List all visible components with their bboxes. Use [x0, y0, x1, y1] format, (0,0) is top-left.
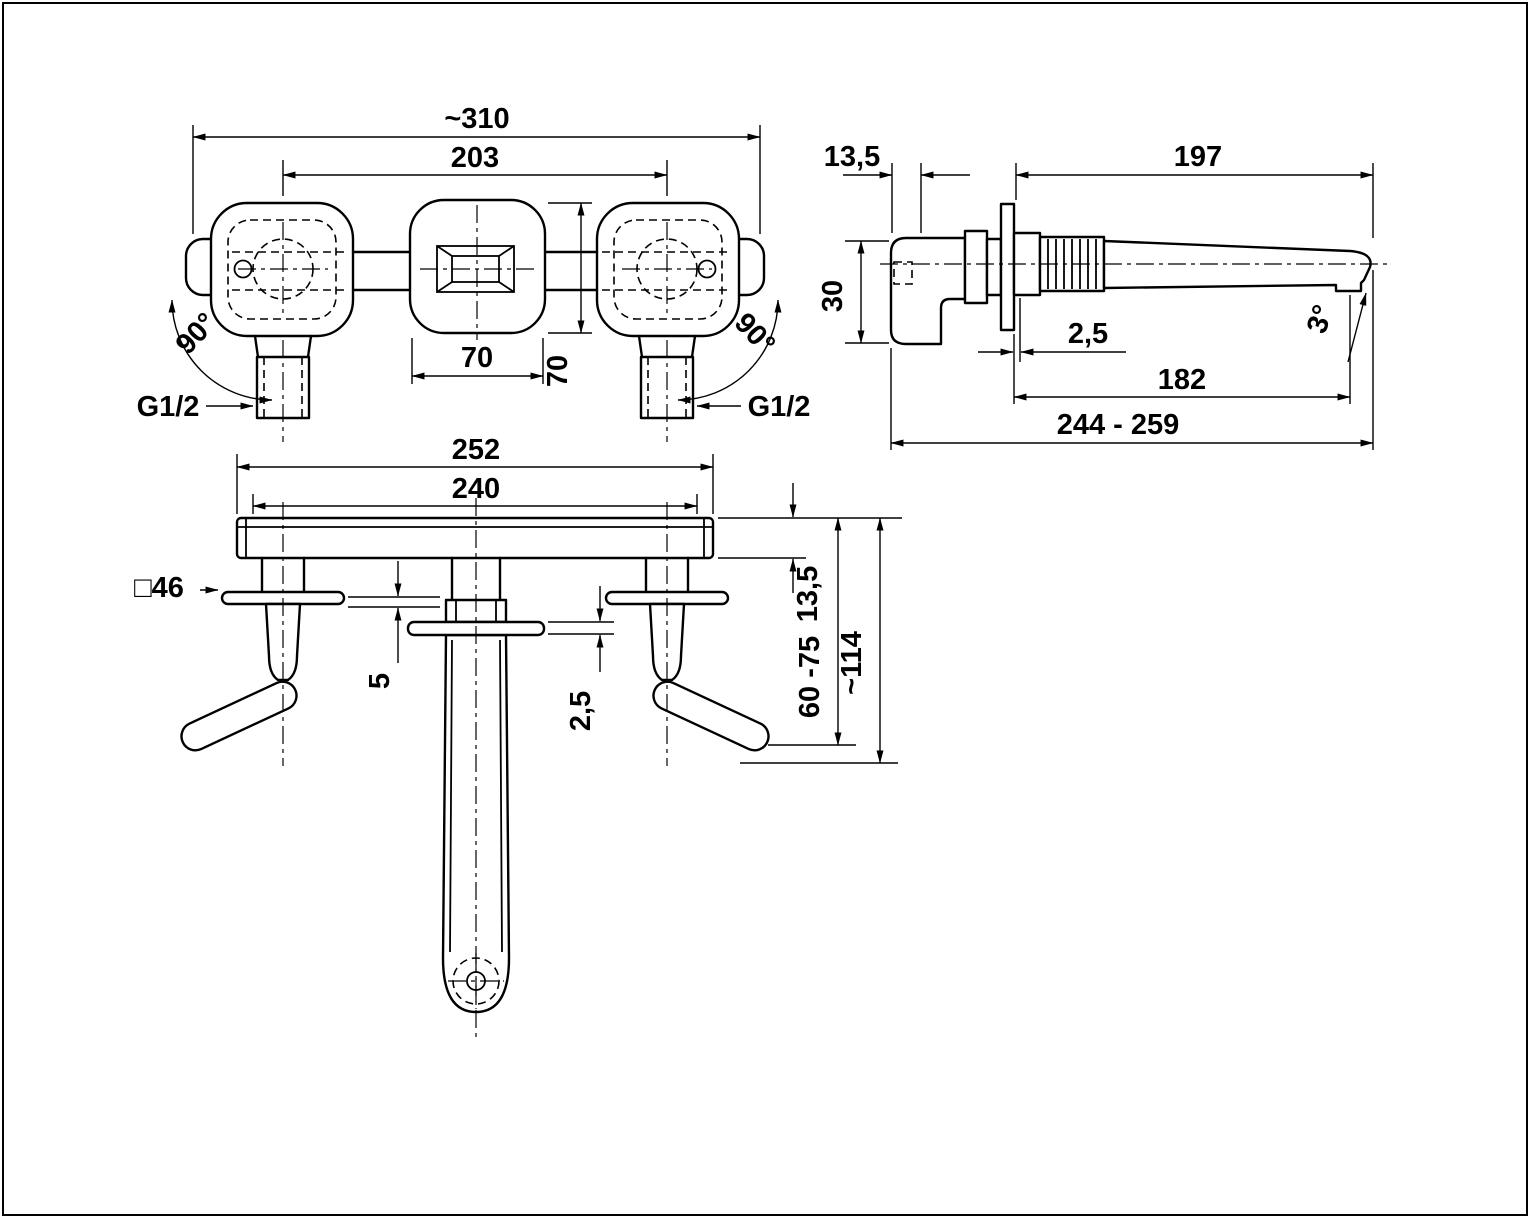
- dim-spout-angle-label: 3°: [1301, 301, 1340, 337]
- left-lever-bottom: [180, 680, 298, 752]
- dim-total-depth-label: ~114: [836, 631, 868, 695]
- dim-gap-small: 5: [348, 561, 440, 689]
- bar-hidden-lines: [232, 251, 732, 291]
- bottom-centerlines: [282, 498, 668, 1042]
- front-view: ~310 203 70 70 90°: [137, 103, 811, 442]
- center-neck: [450, 556, 502, 602]
- dim-spout-block-width: 70: [411, 338, 544, 384]
- dim-escutcheon-square: □46: [134, 572, 219, 604]
- dim-handle-spacing: 203: [282, 142, 668, 196]
- dim-depth-range-label: 244 - 259: [1057, 409, 1180, 441]
- dim-spout-length-label: 197: [1174, 141, 1222, 173]
- bottom-spout-contours: [449, 639, 503, 953]
- dim-spout-block-width-label: 70: [461, 342, 493, 374]
- elbow-hidden-detail: [893, 261, 913, 285]
- connecting-bar: [351, 250, 599, 292]
- dim-spout-reach: 182: [1013, 295, 1351, 404]
- dim-spout-reach-label: 182: [1158, 364, 1206, 396]
- dim-bar-length-label: 252: [452, 434, 500, 466]
- label-thread-right: G1/2: [696, 391, 811, 423]
- right-lever-bottom: [652, 680, 770, 752]
- union-body: [985, 237, 1003, 297]
- spout-outlet-bevel: [436, 245, 515, 293]
- wall-plate: [999, 202, 1016, 332]
- dim-spout-angle: 3°: [1301, 292, 1367, 363]
- dim-total-depth: ~114: [740, 517, 898, 764]
- side-geometry: [880, 202, 1392, 346]
- dim-bar-length: 252: [236, 434, 714, 514]
- wall-elbow: [889, 236, 967, 346]
- center-nut-lines: [455, 600, 497, 622]
- dim-fixing-distance: 240: [252, 473, 698, 514]
- dim-elbow-height-label: 30: [817, 280, 849, 312]
- dim-overall-width-label: ~310: [444, 103, 509, 135]
- dim-fixing-distance-label: 240: [452, 473, 500, 505]
- bottom-geometry: [180, 498, 770, 1042]
- right-hidden-body: [613, 219, 723, 320]
- dim-plate-thickness: 13,5: [718, 483, 902, 622]
- dim-flange-gap-label: 2,5: [565, 691, 597, 731]
- dim-handle-spacing-label: 203: [451, 142, 499, 174]
- label-thread-right-text: G1/2: [748, 391, 811, 423]
- label-thread-left: G1/2: [137, 391, 254, 423]
- dim-install-depth-range-label: 60 -75: [794, 636, 826, 718]
- front-centerlines: [238, 205, 712, 442]
- dim-install-depth-range: 60 -75: [768, 517, 856, 746]
- left-hidden-body: [227, 219, 337, 320]
- dim-depth-range: 244 - 259: [890, 270, 1374, 450]
- side-view: 13,5 197 30 2,5: [817, 141, 1392, 450]
- union-nut: [963, 229, 989, 305]
- side-spout: [1102, 239, 1372, 293]
- mounting-bar: [235, 516, 715, 560]
- dim-escutcheon-square-label: □46: [134, 572, 184, 604]
- dim-plate-thickness-label: 13,5: [792, 566, 824, 622]
- label-thread-left-text: G1/2: [137, 391, 200, 423]
- side-dimensions: 13,5 197 30 2,5: [817, 141, 1374, 450]
- right-neck: [644, 556, 690, 594]
- dim-overall-width: ~310: [192, 103, 761, 234]
- dim-spout-block-height: 70: [542, 202, 592, 387]
- dim-flange-gap: 2,5: [548, 586, 614, 731]
- dim-plate-gap: 2,5: [978, 298, 1126, 404]
- left-neck: [260, 556, 306, 594]
- front-geometry: [184, 198, 766, 442]
- dim-plate-gap-label: 2,5: [1068, 318, 1108, 350]
- dim-wall-plate-offset: 13,5: [824, 141, 970, 233]
- bottom-dimensions: 252 240 □46 13,5: [134, 434, 902, 764]
- dim-spout-block-height-label: 70: [542, 355, 574, 387]
- dim-spout-length: 197: [1015, 141, 1374, 238]
- dim-wall-plate-offset-label: 13,5: [824, 141, 880, 173]
- mounting-bar-lines: [237, 518, 713, 558]
- dim-elbow-height: 30: [817, 240, 889, 344]
- dim-gap-small-label: 5: [364, 673, 396, 689]
- bottom-view: 252 240 □46 13,5: [134, 434, 902, 1042]
